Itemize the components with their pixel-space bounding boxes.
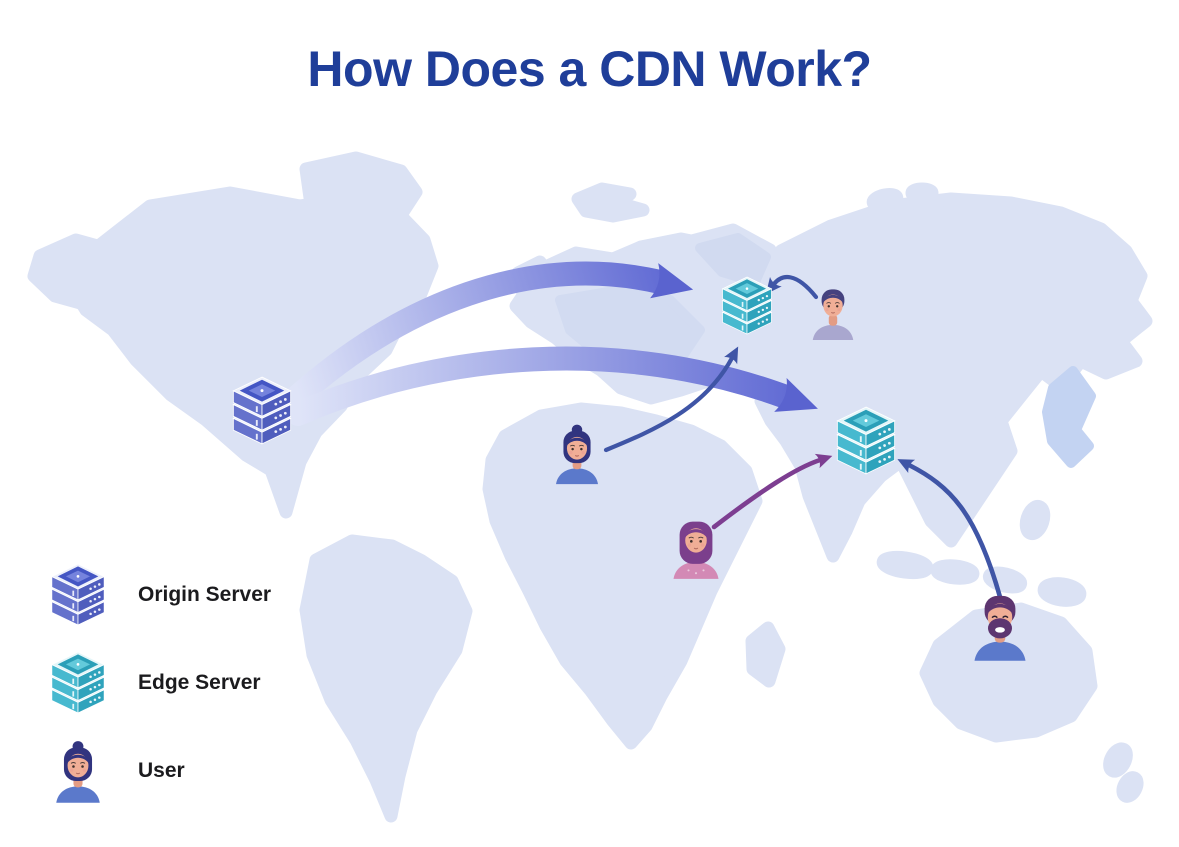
user-icon <box>46 738 110 804</box>
legend-item-origin-server: Origin Server <box>46 562 271 628</box>
arrow-user-russia-to-edge-europe <box>765 275 819 300</box>
edge-server-icon <box>46 651 110 715</box>
landmass-japan <box>1042 366 1096 468</box>
landmass-africa <box>482 402 763 750</box>
landmass-south-america <box>299 534 473 823</box>
arrow-origin-to-edge-asia <box>286 346 818 426</box>
origin-server-icon <box>232 376 292 445</box>
legend-item-user: User <box>46 738 271 804</box>
landmass-indonesia <box>930 559 980 585</box>
legend-item-edge-server: Edge Server <box>46 650 271 716</box>
landmass-indonesia <box>876 550 934 580</box>
landmass-asia <box>751 192 1153 563</box>
edge-server-asia-icon <box>836 406 896 475</box>
landmass-arctic-island <box>866 188 904 212</box>
arrow-origin-to-edge-europe <box>284 261 694 410</box>
arrow-user-east-africa-to-edge-asia <box>711 453 833 530</box>
landmass-philippines <box>1019 499 1051 541</box>
origin-server-icon <box>46 563 110 627</box>
landmass-australia <box>919 602 1098 743</box>
landmass-madagascar <box>745 621 786 688</box>
landmass-new-zealand <box>1116 771 1144 803</box>
legend-label: Origin Server <box>138 583 272 606</box>
edge-server-europe-icon <box>722 276 772 335</box>
arrow-user-north-africa-to-edge-europe <box>603 346 739 453</box>
page-title: How Does a CDN Work? <box>307 41 872 97</box>
landmass-iceland <box>571 182 650 223</box>
landmass-greenland <box>299 151 423 239</box>
legend-label: Edge Server <box>138 671 261 694</box>
landmass-new-guinea <box>1037 577 1087 607</box>
arrow-user-australia-to-edge-asia <box>897 459 1003 600</box>
legend-label: User <box>138 759 185 782</box>
landmass-north-america <box>64 186 439 519</box>
landmass-new-zealand <box>1103 742 1133 778</box>
landmass-arctic-island <box>905 182 939 204</box>
legend: Origin Server Edge Server User <box>46 562 271 804</box>
